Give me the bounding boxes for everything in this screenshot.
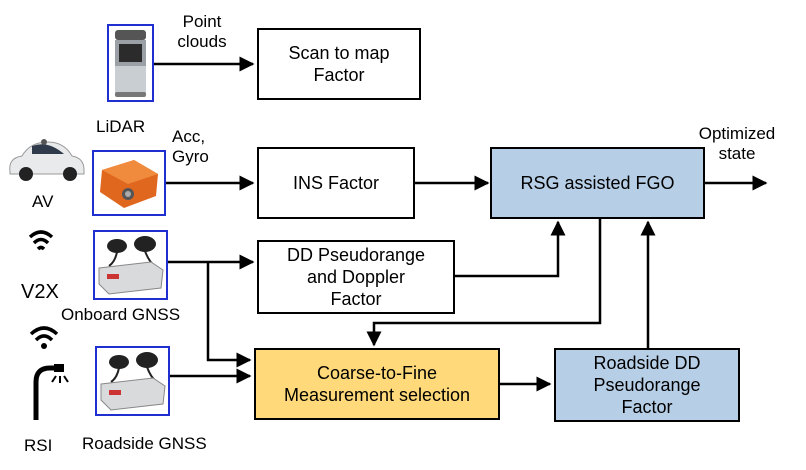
rsi-label: RSI	[24, 436, 53, 455]
dd-pseudorange-doppler-block: DD Pseudorange and Doppler Factor	[257, 240, 455, 314]
v2x-wireless-icon	[28, 230, 54, 251]
rsg-assisted-fgo-block: RSG assisted FGO	[490, 147, 705, 219]
roadside-gnss-label: Roadside GNSS	[82, 434, 207, 453]
scan-to-map-label: Scan to map Factor	[288, 43, 390, 85]
ins-factor-label: INS Factor	[292, 173, 380, 193]
lidar-sensor-icon	[107, 24, 154, 102]
av-label: AV	[32, 192, 54, 211]
car-icon	[9, 139, 85, 181]
roadside-gnss-receiver-icon	[95, 346, 170, 416]
acc-gyro-label: Acc, Gyro	[172, 127, 209, 166]
rsg-assisted-fgo-label: RSG assisted FGO	[520, 173, 675, 193]
dd-pseudorange-doppler-label: DD Pseudorange and Doppler Factor	[286, 245, 426, 309]
coarse-to-fine-block: Coarse-to-Fine Measurement selection	[254, 348, 500, 420]
scan-to-map-factor-block: Scan to map Factor	[257, 28, 421, 100]
roadside-lamp-icon	[33, 364, 69, 420]
dd-to-fgo-arrow	[455, 220, 566, 278]
roadside-dd-pseudorange-label: Roadside DD Pseudorange Factor	[593, 353, 701, 417]
fgo-to-coarse-arrow	[366, 219, 602, 347]
optimized-state-label: Optimized state	[698, 124, 776, 163]
onboard-gnss-receiver-icon	[93, 230, 168, 300]
ins-factor-block: INS Factor	[257, 147, 415, 219]
rsi-wireless-icon	[29, 326, 59, 349]
onboard-to-coarse-arrow	[206, 262, 252, 368]
onboard-gnss-label: Onboard GNSS	[61, 305, 181, 324]
point-clouds-label: Point clouds	[177, 12, 227, 51]
roadside-dd-pseudorange-block: Roadside DD Pseudorange Factor	[554, 348, 740, 422]
coarse-to-fine-label: Coarse-to-Fine Measurement selection	[283, 363, 471, 405]
lidar-label: LiDAR	[96, 117, 146, 136]
v2x-label: V2X	[21, 281, 59, 303]
imu-device-icon	[92, 150, 166, 216]
